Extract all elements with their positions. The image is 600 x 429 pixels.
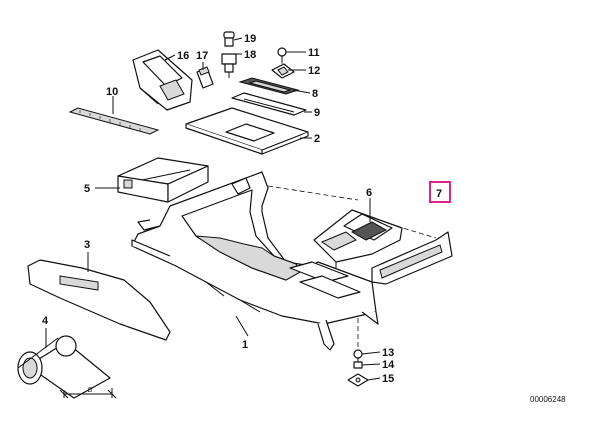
dimension-marker: B xyxy=(59,387,117,399)
part-12-clip[interactable] xyxy=(271,63,295,79)
part-5-box[interactable] xyxy=(117,157,209,203)
diagram-code: 00006248 xyxy=(530,395,566,404)
part-15-clip[interactable] xyxy=(347,373,369,387)
part-6-insert[interactable] xyxy=(313,209,403,268)
callout-12[interactable]: 12 xyxy=(308,65,320,77)
part-7-strip[interactable] xyxy=(371,231,453,285)
callout-17[interactable]: 17 xyxy=(196,50,208,62)
part-19-bulb[interactable] xyxy=(223,31,235,47)
leader-lines xyxy=(45,37,381,381)
part-2-tray[interactable] xyxy=(185,107,309,155)
part-18-bulb-holder[interactable] xyxy=(221,53,237,78)
part-3-side-panel[interactable] xyxy=(27,259,171,341)
callout-7-highlight-box xyxy=(429,181,451,203)
callout-labels: 1 2 3 4 5 6 7 8 9 10 11 12 13 14 15 16 1… xyxy=(42,33,451,385)
callout-10[interactable]: 10 xyxy=(106,86,118,98)
part-16-bracket[interactable] xyxy=(132,49,193,111)
callout-19[interactable]: 19 xyxy=(244,33,256,45)
part-14-nut[interactable] xyxy=(353,361,363,369)
dimension-label: B xyxy=(88,387,93,394)
part-9-cover[interactable] xyxy=(231,92,307,116)
callout-1[interactable]: 1 xyxy=(242,339,248,351)
alignment-lines xyxy=(267,62,437,350)
callout-16[interactable]: 16 xyxy=(177,50,189,62)
part-1-console[interactable] xyxy=(131,171,379,351)
part-13-screw[interactable] xyxy=(353,349,363,362)
part-17-switch[interactable] xyxy=(196,66,214,89)
callout-4[interactable]: 4 xyxy=(42,315,49,327)
callout-15[interactable]: 15 xyxy=(382,373,394,385)
callout-6[interactable]: 6 xyxy=(366,187,372,199)
callout-18[interactable]: 18 xyxy=(244,49,256,61)
callout-2[interactable]: 2 xyxy=(314,133,320,145)
callout-9[interactable]: 9 xyxy=(314,107,320,119)
callout-3[interactable]: 3 xyxy=(84,239,90,251)
callout-7[interactable]: 7 xyxy=(436,188,442,200)
callout-5[interactable]: 5 xyxy=(84,183,90,195)
callout-14[interactable]: 14 xyxy=(382,359,395,371)
part-10-mat[interactable] xyxy=(68,107,160,135)
part-8-inlay[interactable] xyxy=(238,77,300,95)
callout-8[interactable]: 8 xyxy=(312,88,318,100)
part-4-roll[interactable] xyxy=(17,335,111,399)
part-11-screw[interactable] xyxy=(277,47,287,62)
callout-13[interactable]: 13 xyxy=(382,347,394,359)
callout-11[interactable]: 11 xyxy=(308,47,320,59)
